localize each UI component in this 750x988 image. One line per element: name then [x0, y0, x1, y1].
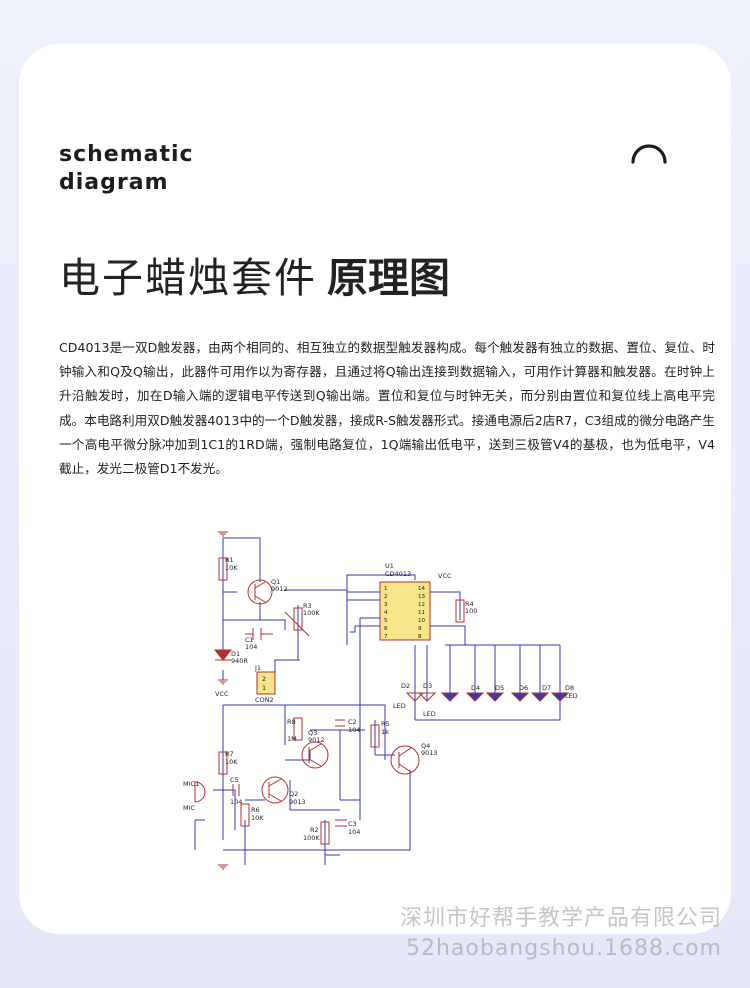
svg-text:2: 2 — [262, 675, 266, 683]
svg-text:9013: 9013 — [421, 749, 438, 757]
svg-text:D8: D8 — [565, 684, 574, 692]
watermark-company: 深圳市好帮手教学产品有限公司 — [399, 906, 722, 931]
svg-text:R3: R3 — [303, 602, 312, 610]
english-title-line2: diagram — [59, 170, 169, 195]
chinese-title: 电子蜡烛套件原理图 — [59, 252, 450, 304]
watermark-url: 52haobangshou.1688.com — [405, 936, 722, 961]
u1-pin-right: 14 — [418, 586, 425, 592]
svg-text:1k: 1k — [381, 728, 389, 736]
svg-text:C5: C5 — [230, 776, 239, 784]
svg-text:U1: U1 — [385, 562, 394, 570]
schematic-diagram: R1 10K Q1 9012 R3 100K C1 104 D1 940R J1… — [183, 531, 578, 870]
svg-text:CD4013: CD4013 — [385, 570, 411, 578]
svg-text:MIC1: MIC1 — [183, 780, 199, 788]
svg-text:940R: 940R — [231, 657, 248, 665]
chinese-title-bold: 原理图 — [327, 254, 450, 302]
svg-text:D4: D4 — [471, 684, 480, 692]
svg-text:R6: R6 — [251, 806, 260, 814]
q1-transistor — [247, 579, 273, 605]
description-paragraph: CD4013是一双D触发器，由两个相同的、相互独立的数据型触发器构成。每个触发器… — [59, 340, 715, 477]
svg-text:LED: LED — [393, 702, 406, 710]
arc-icon — [631, 144, 667, 164]
svg-text:10K: 10K — [225, 758, 238, 766]
svg-text:R4: R4 — [465, 600, 474, 608]
svg-text:D7: D7 — [542, 684, 551, 692]
svg-text:10K: 10K — [225, 564, 238, 572]
svg-text:Q2: Q2 — [289, 790, 298, 798]
u1-pin-left: 3 — [384, 602, 388, 608]
svg-text:9012: 9012 — [271, 585, 288, 593]
svg-text:1M: 1M — [287, 735, 297, 743]
svg-text:D6: D6 — [519, 684, 528, 692]
svg-text:R1: R1 — [225, 556, 234, 564]
svg-text:D3: D3 — [423, 682, 432, 690]
svg-text:9012: 9012 — [308, 736, 325, 744]
svg-text:100K: 100K — [303, 609, 320, 617]
svg-text:D5: D5 — [495, 684, 504, 692]
u1-pin-left: 4 — [384, 610, 388, 616]
svg-text:10K: 10K — [251, 814, 264, 822]
chinese-title-light: 电子蜡烛套件 — [59, 254, 317, 302]
svg-text:Q3: Q3 — [308, 729, 317, 737]
svg-text:100K: 100K — [303, 834, 320, 842]
u1-pin-right: 10 — [418, 618, 425, 624]
svg-text:R2: R2 — [310, 826, 319, 834]
svg-text:MIC: MIC — [183, 804, 196, 812]
u1-pin-left: 7 — [384, 634, 388, 640]
u1-pin-right: 9 — [418, 626, 422, 632]
u1-pin-right: 8 — [418, 634, 422, 640]
u1-pin-left: 1 — [384, 586, 388, 592]
svg-text:C1: C1 — [245, 636, 254, 644]
u1-pin-right: 11 — [418, 610, 425, 616]
svg-text:VCC: VCC — [215, 690, 229, 698]
svg-text:C3: C3 — [348, 820, 357, 828]
r1-resistor — [218, 557, 228, 581]
u1-pin-left: 2 — [384, 594, 388, 600]
u1-pin-left: 6 — [384, 626, 388, 632]
svg-text:R8: R8 — [287, 718, 296, 726]
svg-text:100: 100 — [465, 607, 477, 615]
svg-text:VCC: VCC — [438, 572, 452, 580]
u1-pin-right: 12 — [418, 602, 425, 608]
svg-text:104: 104 — [348, 726, 360, 734]
content-card — [19, 44, 731, 934]
u1-pin-left: 5 — [384, 618, 388, 624]
u1-pin-right: 13 — [418, 594, 425, 600]
svg-text:Q4: Q4 — [421, 742, 430, 750]
svg-text:D2: D2 — [401, 682, 410, 690]
english-title: schematic diagram — [59, 141, 194, 197]
svg-text:R5: R5 — [381, 720, 390, 728]
svg-text:1: 1 — [262, 684, 266, 692]
svg-text:104: 104 — [230, 798, 242, 806]
svg-text:C2: C2 — [348, 718, 357, 726]
english-title-line1: schematic — [59, 142, 194, 167]
svg-text:LED: LED — [423, 710, 436, 718]
svg-text:104: 104 — [245, 643, 257, 651]
svg-text:9013: 9013 — [289, 798, 306, 806]
svg-text:Q1: Q1 — [271, 578, 280, 586]
svg-text:D1: D1 — [231, 650, 240, 658]
svg-text:LED: LED — [565, 692, 578, 700]
svg-text:CON2: CON2 — [255, 696, 274, 704]
svg-text:R7: R7 — [225, 750, 234, 758]
svg-text:104: 104 — [348, 828, 360, 836]
svg-text:J1: J1 — [254, 664, 261, 672]
